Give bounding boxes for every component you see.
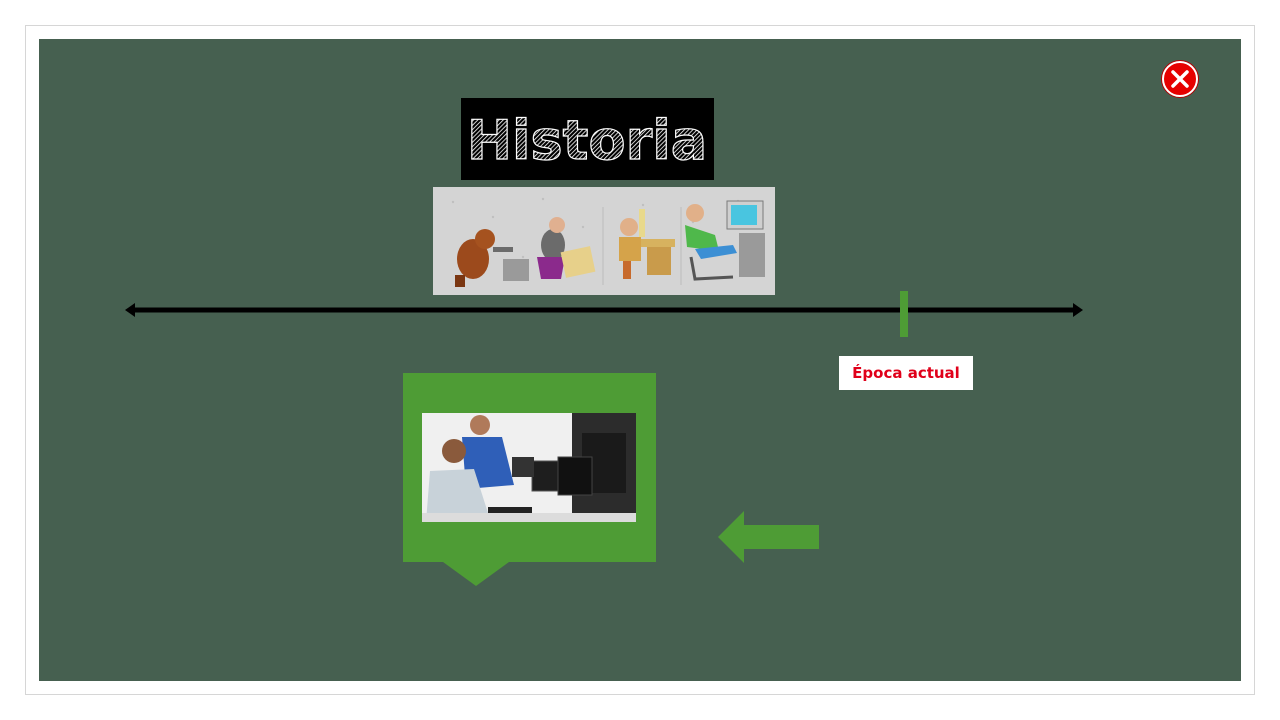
timeline-axis: [125, 303, 1083, 317]
timeline-marker: [900, 291, 908, 337]
era-label: Época actual: [839, 356, 973, 390]
back-button[interactable]: [716, 509, 820, 565]
close-icon: [1171, 70, 1189, 88]
classroom-photo[interactable]: [422, 413, 636, 522]
arrow-left-icon: [718, 511, 819, 563]
evolution-illustration: [433, 187, 775, 295]
close-button[interactable]: [1162, 61, 1198, 97]
slide-canvas: Historia: [39, 39, 1241, 681]
page-title: Historia: [467, 109, 707, 172]
title-box: Historia: [461, 98, 714, 180]
